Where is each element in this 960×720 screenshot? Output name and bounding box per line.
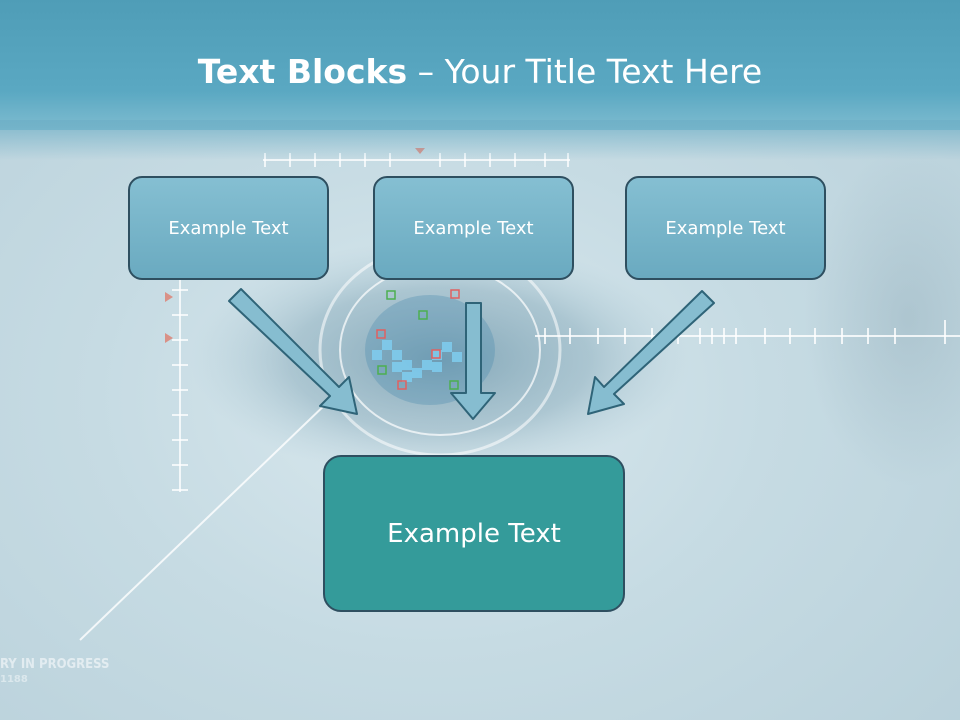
main-text-block[interactable]: Example Text [323, 455, 625, 612]
iris-markers [376, 289, 460, 390]
right-ruler [535, 320, 960, 344]
text-block-3[interactable]: Example Text [625, 176, 826, 280]
watermark-text: RY IN PROGRESS [0, 657, 110, 672]
text-block-1[interactable]: Example Text [128, 176, 329, 280]
title-bar-fade [0, 120, 960, 160]
main-text-block-label: Example Text [387, 518, 561, 549]
vertical-ruler [172, 280, 188, 492]
title-bold-part: Text Blocks [197, 52, 408, 91]
watermark-subtext: 1188 [0, 674, 28, 685]
scan-diagonal-line [79, 399, 331, 641]
title-bar [0, 0, 960, 130]
slide-title: Text Blocks – Your Title Text Here [0, 52, 960, 91]
text-block-1-label: Example Text [168, 217, 289, 239]
arrow-right [587, 290, 715, 415]
text-block-3-label: Example Text [665, 217, 786, 239]
title-rest-part: – Your Title Text Here [407, 52, 763, 91]
text-block-2-label: Example Text [413, 217, 534, 239]
arrow-left [228, 288, 358, 415]
iris [365, 295, 495, 405]
text-block-2[interactable]: Example Text [373, 176, 574, 280]
iris-pixel-blocks [372, 340, 462, 382]
arrow-center [450, 302, 496, 420]
